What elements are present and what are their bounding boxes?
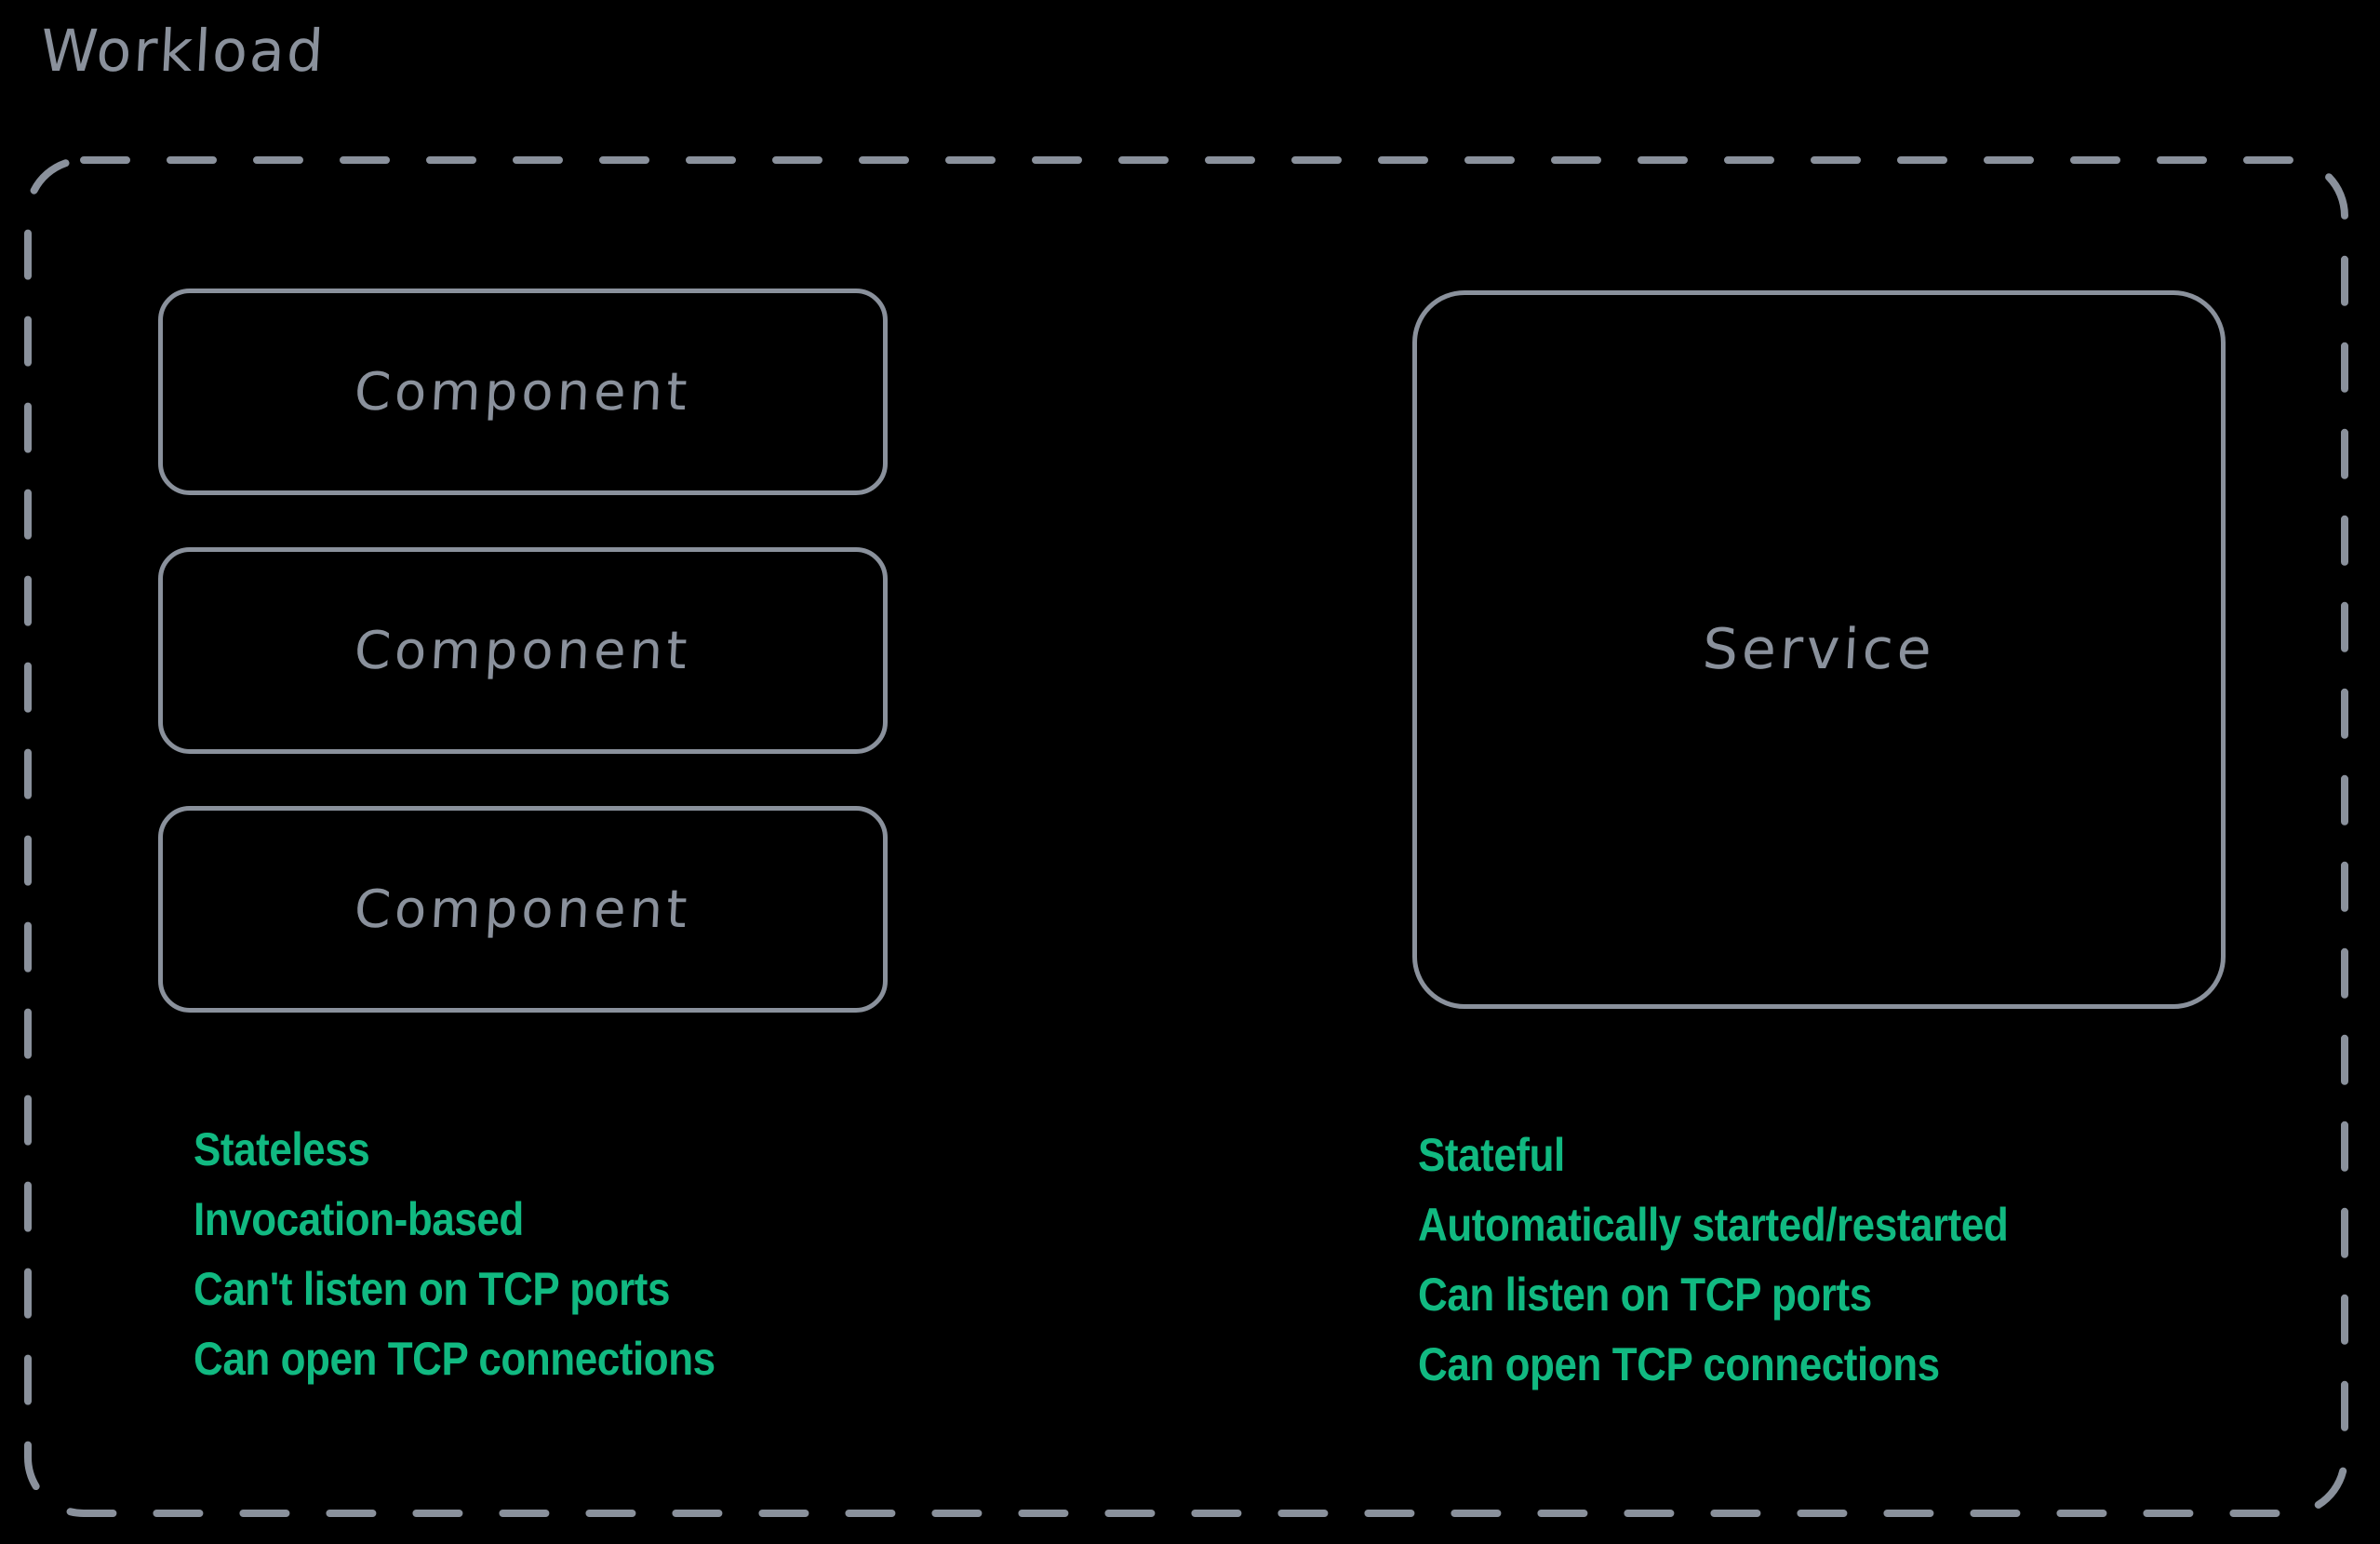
component-feature-can-open-tcp: Can open TCP connections bbox=[194, 1333, 715, 1385]
component-feature-stateless: Stateless bbox=[194, 1123, 370, 1175]
service-feature-can-open-tcp: Can open TCP connections bbox=[1418, 1338, 1940, 1390]
service-feature-list: Stateful Automatically started/restarted… bbox=[1418, 1121, 2089, 1400]
dashed-border-rect bbox=[24, 156, 2348, 1517]
workload-title: Workload bbox=[39, 17, 328, 85]
component-feature-invocation-based: Invocation-based bbox=[194, 1193, 524, 1245]
component-box-2-label: Component bbox=[353, 620, 693, 681]
component-box-1-label: Component bbox=[353, 361, 693, 423]
service-box[interactable]: Service bbox=[1412, 290, 2226, 1009]
component-box-3[interactable]: Component bbox=[158, 806, 888, 1013]
component-box-2[interactable]: Component bbox=[158, 547, 888, 754]
workload-boundary bbox=[24, 156, 2348, 1517]
service-feature-auto-restart: Automatically started/restarted bbox=[1418, 1199, 2009, 1251]
service-box-label: Service bbox=[1701, 617, 1937, 682]
component-box-3-label: Component bbox=[353, 879, 693, 940]
component-feature-cannot-listen-tcp: Can't listen on TCP ports bbox=[194, 1263, 671, 1315]
component-feature-list: Stateless Invocation-based Can't listen … bbox=[194, 1115, 786, 1394]
service-feature-stateful: Stateful bbox=[1418, 1129, 1565, 1181]
component-box-1[interactable]: Component bbox=[158, 289, 888, 495]
workload-boundary-outline bbox=[24, 156, 2348, 1517]
service-feature-can-listen-tcp: Can listen on TCP ports bbox=[1418, 1269, 1872, 1321]
